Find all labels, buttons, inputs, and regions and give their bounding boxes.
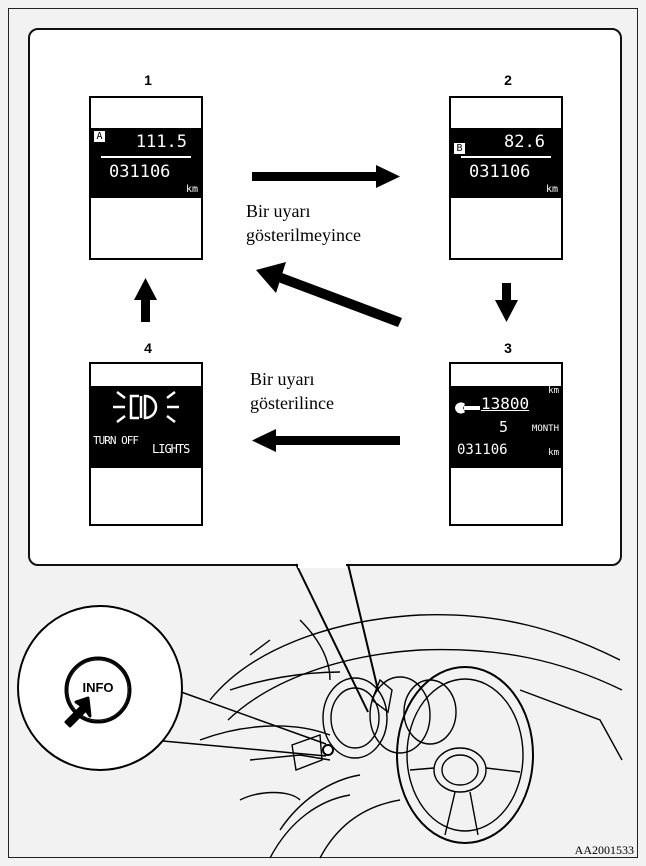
trip-value: 111.5 (135, 132, 187, 152)
arrow-right-icon (252, 165, 400, 188)
warning-text-line1: TURN OFF (93, 434, 139, 447)
lcd-screen: 13800 km 5 MONTH 031106 km (451, 386, 561, 468)
lcd-panel-service: 13800 km 5 MONTH 031106 km (449, 362, 563, 526)
wrench-icon (455, 402, 480, 414)
caption-no-warning-line1: Bir uyarı (246, 201, 311, 221)
unit-label: km (545, 184, 558, 195)
pointer-arrow-icon (64, 696, 92, 728)
panel-number-3: 3 (504, 340, 512, 356)
lcd-screen: TURN OFF LIGHTS (91, 386, 201, 468)
odometer-value: 031106 (109, 162, 171, 182)
lcd-screen: B 82.6 031106 km (451, 128, 561, 198)
arrow-down-icon (495, 283, 518, 322)
info-button-location (322, 744, 334, 756)
lcd-screen: A 111.5 031106 km (91, 128, 201, 198)
lcd-panel-warning: TURN OFF LIGHTS (89, 362, 203, 526)
odometer-value: 031106 (469, 162, 531, 182)
caption-warning-line2: gösterilince (250, 393, 334, 413)
caption-no-warning-line2: gösterilmeyince (246, 225, 361, 245)
service-months-label: MONTH (531, 424, 559, 434)
service-months-value: 5 (499, 418, 509, 436)
arrow-diagonal-icon (256, 262, 402, 327)
service-distance: 13800 (481, 394, 530, 413)
service-unit: km (548, 386, 559, 396)
callout-pointer (295, 563, 379, 713)
dashboard-illustration (199, 613, 623, 859)
divider-line (101, 156, 191, 158)
arrow-left-icon (252, 429, 400, 452)
divider-line (461, 156, 551, 158)
warning-text-line2: LIGHTS (152, 442, 190, 456)
lcd-panel-trip-a: A 111.5 031106 km (89, 96, 203, 260)
unit-label: km (185, 184, 198, 195)
panel-number-1: 1 (144, 72, 152, 88)
figure-code: AA2001533 (574, 843, 634, 857)
caption-warning-line1: Bir uyarı (250, 369, 315, 389)
info-button[interactable]: INFO (82, 680, 114, 695)
odometer-value: 031106 (457, 442, 508, 458)
trip-value: 82.6 (504, 132, 545, 152)
lcd-panel-trip-b: B 82.6 031106 km (449, 96, 563, 260)
arrow-up-icon (134, 278, 157, 322)
unit-label: km (548, 448, 559, 458)
trip-a-marker: A (94, 131, 105, 142)
headlight-icon (113, 391, 179, 423)
panel-number-2: 2 (504, 72, 512, 88)
magnifier-callout (17, 605, 327, 771)
trip-b-marker: B (454, 143, 465, 154)
panel-number-4: 4 (144, 340, 152, 356)
